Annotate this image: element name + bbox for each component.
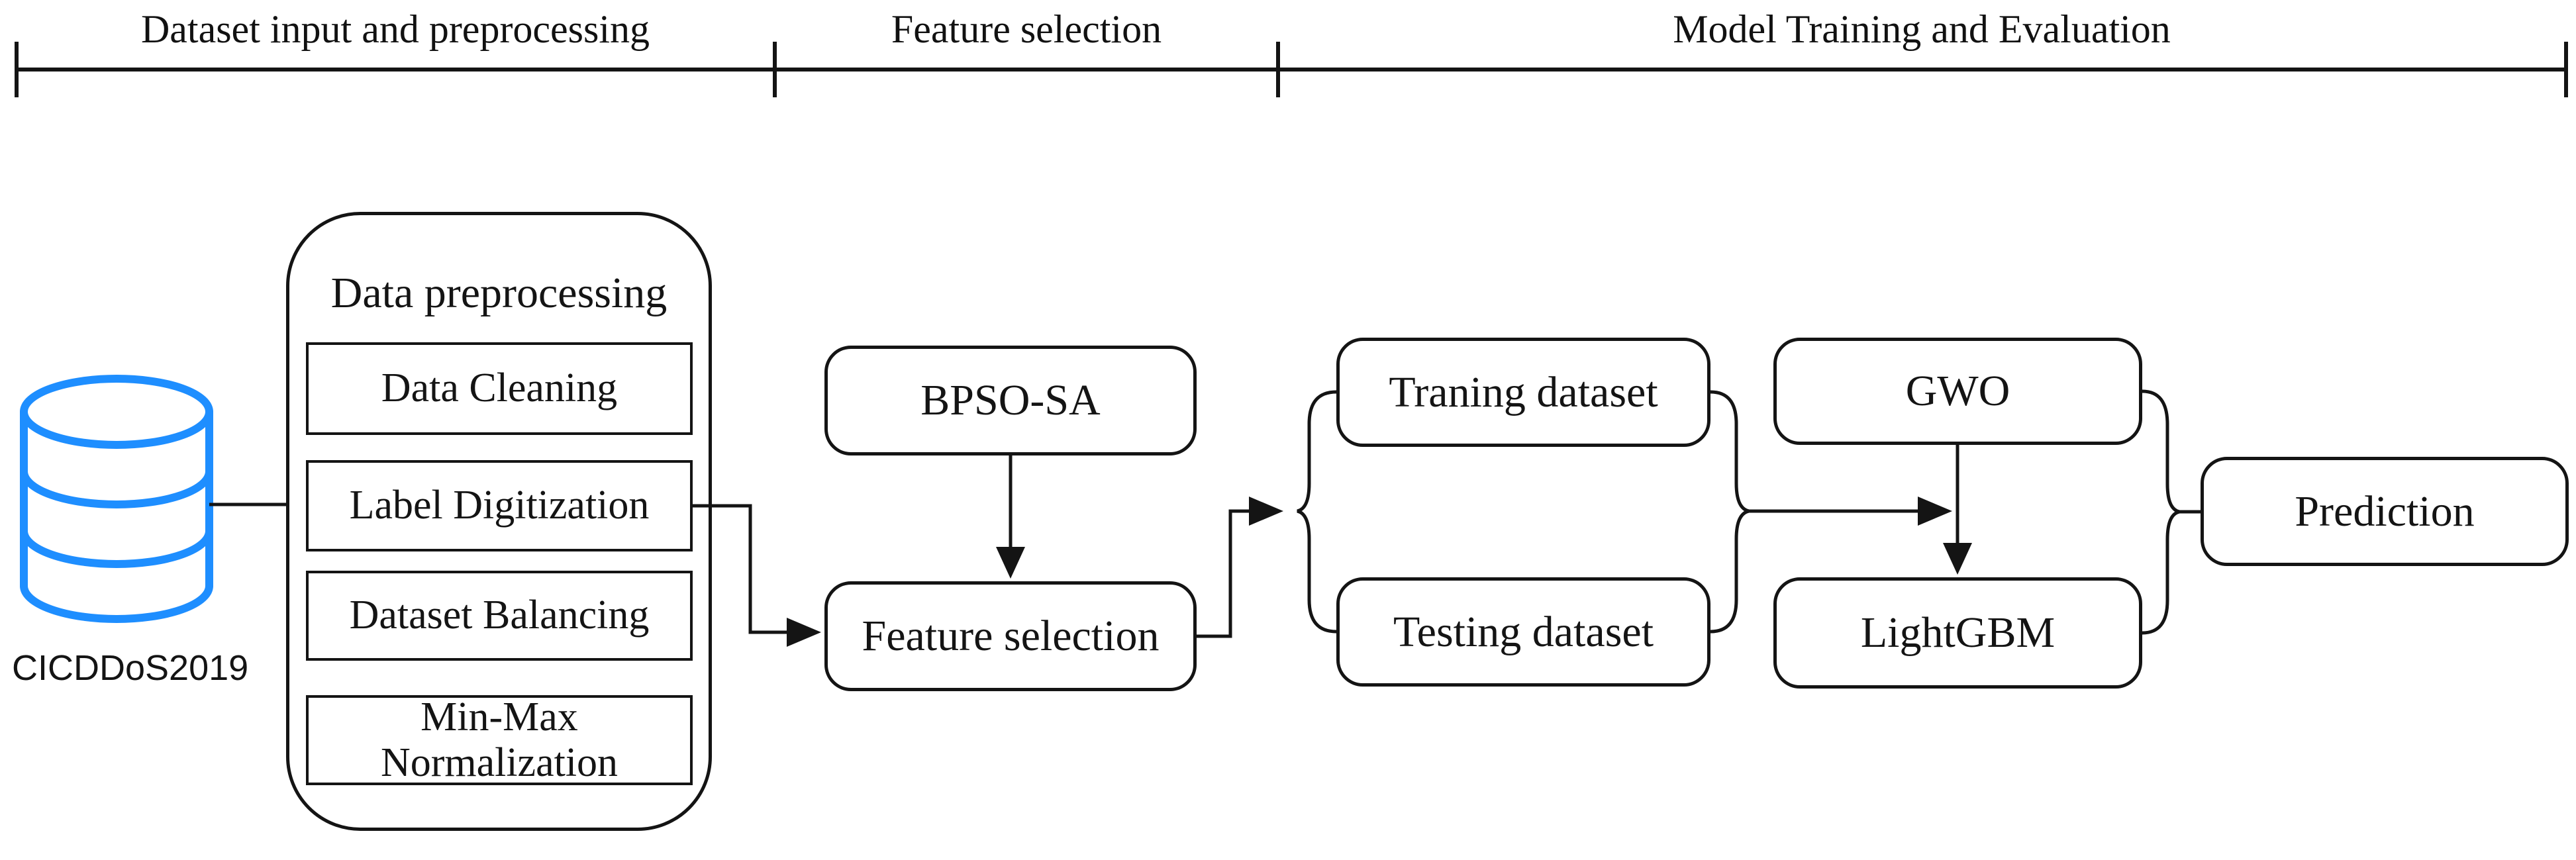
datasets-left-brace bbox=[1297, 390, 1337, 634]
arrowheads bbox=[787, 497, 1972, 647]
arrowhead-bpso-featsel bbox=[996, 547, 1025, 579]
node-label-digitization: Label Digitization bbox=[306, 460, 693, 551]
arrowhead-into-featsel bbox=[787, 618, 821, 647]
connector-featsel-to-datasets bbox=[1197, 509, 1249, 638]
database-top-ellipse bbox=[20, 375, 213, 449]
node-prediction: Prediction bbox=[2201, 457, 2569, 566]
arrowhead-gwo-lightgbm bbox=[1943, 543, 1972, 575]
node-minmax-normalization: Min-Max Normalization bbox=[306, 694, 693, 785]
node-data-cleaning: Data Cleaning bbox=[306, 342, 693, 435]
model-right-brace bbox=[2142, 389, 2180, 635]
database-bottom-arc bbox=[20, 582, 213, 623]
node-lightgbm: LightGBM bbox=[1773, 577, 2142, 689]
database-band-2 bbox=[20, 527, 213, 568]
arrowhead-featsel-datasets bbox=[1249, 497, 1283, 526]
preprocessing-container bbox=[286, 212, 712, 831]
node-bpso-sa: BPSO-SA bbox=[824, 346, 1197, 455]
node-testing-dataset: Testing dataset bbox=[1336, 577, 1710, 687]
phase-label-model-training: Model Training and Evaluation bbox=[1673, 7, 2171, 51]
arrowhead-datasets-model bbox=[1918, 497, 1952, 526]
database-band-1 bbox=[20, 467, 213, 508]
node-training-dataset: Traning dataset bbox=[1336, 338, 1710, 447]
phase-ruler bbox=[15, 42, 2568, 97]
node-dataset-balancing: Dataset Balancing bbox=[306, 571, 693, 661]
phase-label-feature-selection: Feature selection bbox=[891, 7, 1162, 51]
database-label: CICDDoS2019 bbox=[12, 648, 249, 688]
node-gwo: GWO bbox=[1773, 338, 2142, 445]
node-feature-selection: Feature selection bbox=[824, 581, 1197, 691]
datasets-right-brace bbox=[1710, 390, 1750, 634]
phase-label-dataset-input: Dataset input and preprocessing bbox=[140, 7, 650, 51]
connector-preprocessing-to-featsel bbox=[693, 504, 787, 634]
connectors bbox=[209, 389, 2201, 638]
preprocessing-title: Data preprocessing bbox=[330, 269, 668, 317]
database-icon bbox=[20, 375, 213, 623]
